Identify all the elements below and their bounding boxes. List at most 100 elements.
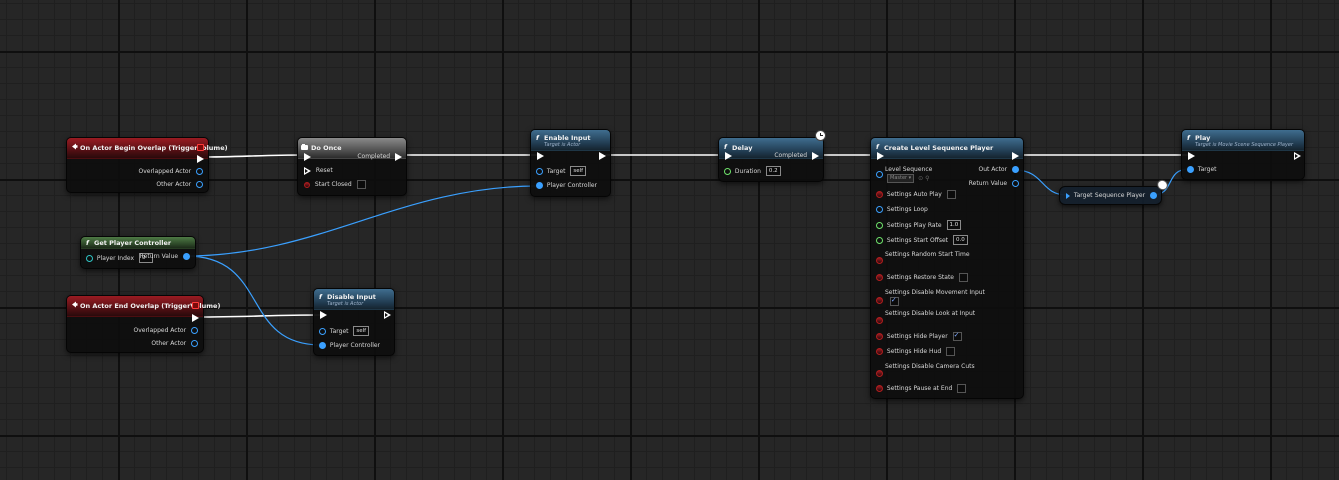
- exec-out-pin[interactable]: [1012, 151, 1019, 161]
- pin-level-sequence[interactable]: [876, 165, 883, 178]
- pin-start-closed[interactable]: Start Closed: [304, 180, 366, 190]
- setting-loop[interactable]: Settings Loop: [876, 205, 928, 215]
- exec-in-pin[interactable]: [877, 151, 884, 161]
- pin-reset[interactable]: Reset: [304, 166, 333, 176]
- setting-random-start-time[interactable]: [876, 256, 883, 266]
- delegate-pin[interactable]: [192, 302, 199, 309]
- node-title: Play: [1195, 134, 1211, 142]
- object-pin-icon: [536, 167, 543, 175]
- node-header: f Delay: [719, 138, 823, 159]
- pin-label: Settings Hide Hud: [886, 348, 942, 355]
- pin-return-value[interactable]: Return Value: [969, 179, 1019, 189]
- function-node-enable-input[interactable]: f Enable Input Target is Actor Target se…: [530, 129, 611, 197]
- pin-other-actor[interactable]: Other Actor: [156, 180, 203, 190]
- player-index-field[interactable]: 0: [138, 253, 153, 263]
- setting-pause-at-end[interactable]: Settings Pause at End: [876, 384, 967, 394]
- hide-hud-checkbox[interactable]: [946, 347, 956, 356]
- setting-disable-movement-input[interactable]: [876, 294, 899, 306]
- setting-play-rate[interactable]: Settings Play Rate 1.0: [876, 220, 962, 230]
- exec-out-pin[interactable]: [197, 154, 204, 164]
- pin-label: Settings Restore State: [886, 274, 954, 281]
- setting-random-start-time-label: Settings Random Start Time: [885, 251, 970, 258]
- hide-player-checkbox[interactable]: [952, 330, 962, 341]
- pin-return-value[interactable]: Return Value: [140, 252, 190, 262]
- pin-target[interactable]: Target self: [319, 326, 370, 336]
- start-offset-field[interactable]: 0.0: [952, 235, 968, 245]
- setting-hide-player[interactable]: Settings Hide Player: [876, 330, 962, 342]
- pin-out-actor[interactable]: Out Actor: [979, 165, 1019, 175]
- delegate-pin[interactable]: [197, 144, 204, 151]
- pin-overlapped-actor[interactable]: Overlapped Actor: [138, 167, 203, 177]
- event-node-end-overlap[interactable]: On Actor End Overlap (TriggerVolume) Ove…: [66, 295, 220, 353]
- setting-auto-play[interactable]: Settings Auto Play: [876, 190, 956, 200]
- setting-start-offset[interactable]: Settings Start Offset 0.0: [876, 235, 968, 245]
- exec-pin-icon: [877, 151, 884, 160]
- macro-icon: [301, 144, 308, 150]
- level-sequence-picker[interactable]: Master ▾ ⊙ ⚲: [887, 174, 929, 184]
- function-icon: f: [319, 293, 322, 301]
- node-header: On Actor Begin Overlap (TriggerVolume): [67, 138, 228, 159]
- object-pin-icon: [196, 168, 203, 175]
- exec-pin-icon: [537, 151, 544, 160]
- function-node-delay[interactable]: f Delay Completed Duration 0.2: [718, 137, 824, 182]
- pin-label: Settings Play Rate: [886, 221, 942, 229]
- pin-overlapped-actor[interactable]: Overlapped Actor: [133, 326, 198, 336]
- pin-label: Return Value: [139, 253, 179, 260]
- search-icon[interactable]: ⚲: [925, 175, 930, 182]
- level-sequence-label: Level Sequence: [885, 166, 933, 173]
- bool-pin-icon: [304, 181, 310, 188]
- pure-node-get-player-controller[interactable]: f Get Player Controller Player Index 0 R…: [80, 236, 196, 269]
- object-pin-icon: [1150, 192, 1157, 199]
- restore-state-checkbox[interactable]: [958, 273, 968, 282]
- object-pin-icon: [319, 342, 326, 349]
- pin-completed[interactable]: Completed: [774, 151, 819, 161]
- pin-duration[interactable]: Duration 0.2: [724, 166, 781, 176]
- exec-in-pin[interactable]: [1188, 151, 1195, 161]
- asset-dropdown[interactable]: Master ▾: [887, 174, 915, 183]
- pin-label: Target: [546, 167, 566, 175]
- pin-player-controller[interactable]: Player Controller: [536, 181, 597, 191]
- pin-target[interactable]: Target: [1187, 165, 1216, 175]
- play-rate-field[interactable]: 1.0: [946, 220, 962, 230]
- pin-target[interactable]: Target self: [536, 166, 587, 176]
- setting-restore-state[interactable]: Settings Restore State: [876, 273, 968, 283]
- function-node-play[interactable]: f Play Target is Movie Scene Sequence Pl…: [1181, 129, 1305, 180]
- exec-in-pin[interactable]: [320, 310, 327, 320]
- exec-in-pin[interactable]: [725, 151, 732, 161]
- function-icon: f: [86, 239, 89, 247]
- pin-target[interactable]: Target: [1065, 191, 1092, 201]
- exec-in-pin[interactable]: [537, 151, 544, 161]
- start-closed-checkbox[interactable]: [356, 180, 366, 189]
- setting-disable-camera-cuts[interactable]: [876, 369, 883, 379]
- pin-sequence-player[interactable]: Sequence Player: [1095, 191, 1157, 201]
- browse-icon[interactable]: ⊙: [918, 175, 924, 182]
- pin-player-index[interactable]: Player Index 0: [86, 253, 153, 263]
- target-self-field[interactable]: self: [570, 166, 587, 176]
- event-node-begin-overlap[interactable]: On Actor Begin Overlap (TriggerVolume) O…: [66, 137, 228, 193]
- setting-hide-hud[interactable]: Settings Hide Hud: [876, 347, 956, 357]
- pin-completed[interactable]: Completed: [357, 152, 402, 162]
- exec-out-pin[interactable]: [1294, 151, 1301, 161]
- function-node-create-level-sequence-player[interactable]: f Create Level Sequence Player Level Seq…: [870, 137, 1024, 399]
- cast-node-sequence-player[interactable]: Target Sequence Player: [1059, 186, 1162, 205]
- function-node-disable-input[interactable]: f Disable Input Target is Actor Target s…: [313, 288, 395, 356]
- target-self-field[interactable]: self: [353, 326, 370, 336]
- duration-field[interactable]: 0.2: [765, 166, 781, 176]
- pause-at-end-checkbox[interactable]: [957, 384, 967, 393]
- disable-movement-input-checkbox[interactable]: [889, 295, 899, 306]
- pin-label: Overlapped Actor: [138, 168, 192, 175]
- exec-out-pin[interactable]: [599, 151, 606, 161]
- exec-out-pin[interactable]: [384, 310, 391, 320]
- macro-node-do-once[interactable]: Do Once Completed Reset Start Closed: [297, 137, 407, 196]
- pin-player-controller[interactable]: Player Controller: [319, 341, 380, 351]
- exec-pin-icon: [384, 310, 391, 319]
- node-header: f Play Target is Movie Scene Sequence Pl…: [1182, 130, 1304, 151]
- setting-disable-look-at-input[interactable]: [876, 316, 883, 326]
- exec-in-pin[interactable]: [304, 152, 311, 162]
- pin-other-actor[interactable]: Other Actor: [151, 339, 198, 349]
- auto-play-checkbox[interactable]: [946, 190, 956, 199]
- pin-label: Target: [1197, 166, 1217, 173]
- exec-out-pin[interactable]: [192, 313, 199, 323]
- exec-pin-icon: [812, 151, 819, 160]
- exec-pin-icon: [725, 151, 732, 160]
